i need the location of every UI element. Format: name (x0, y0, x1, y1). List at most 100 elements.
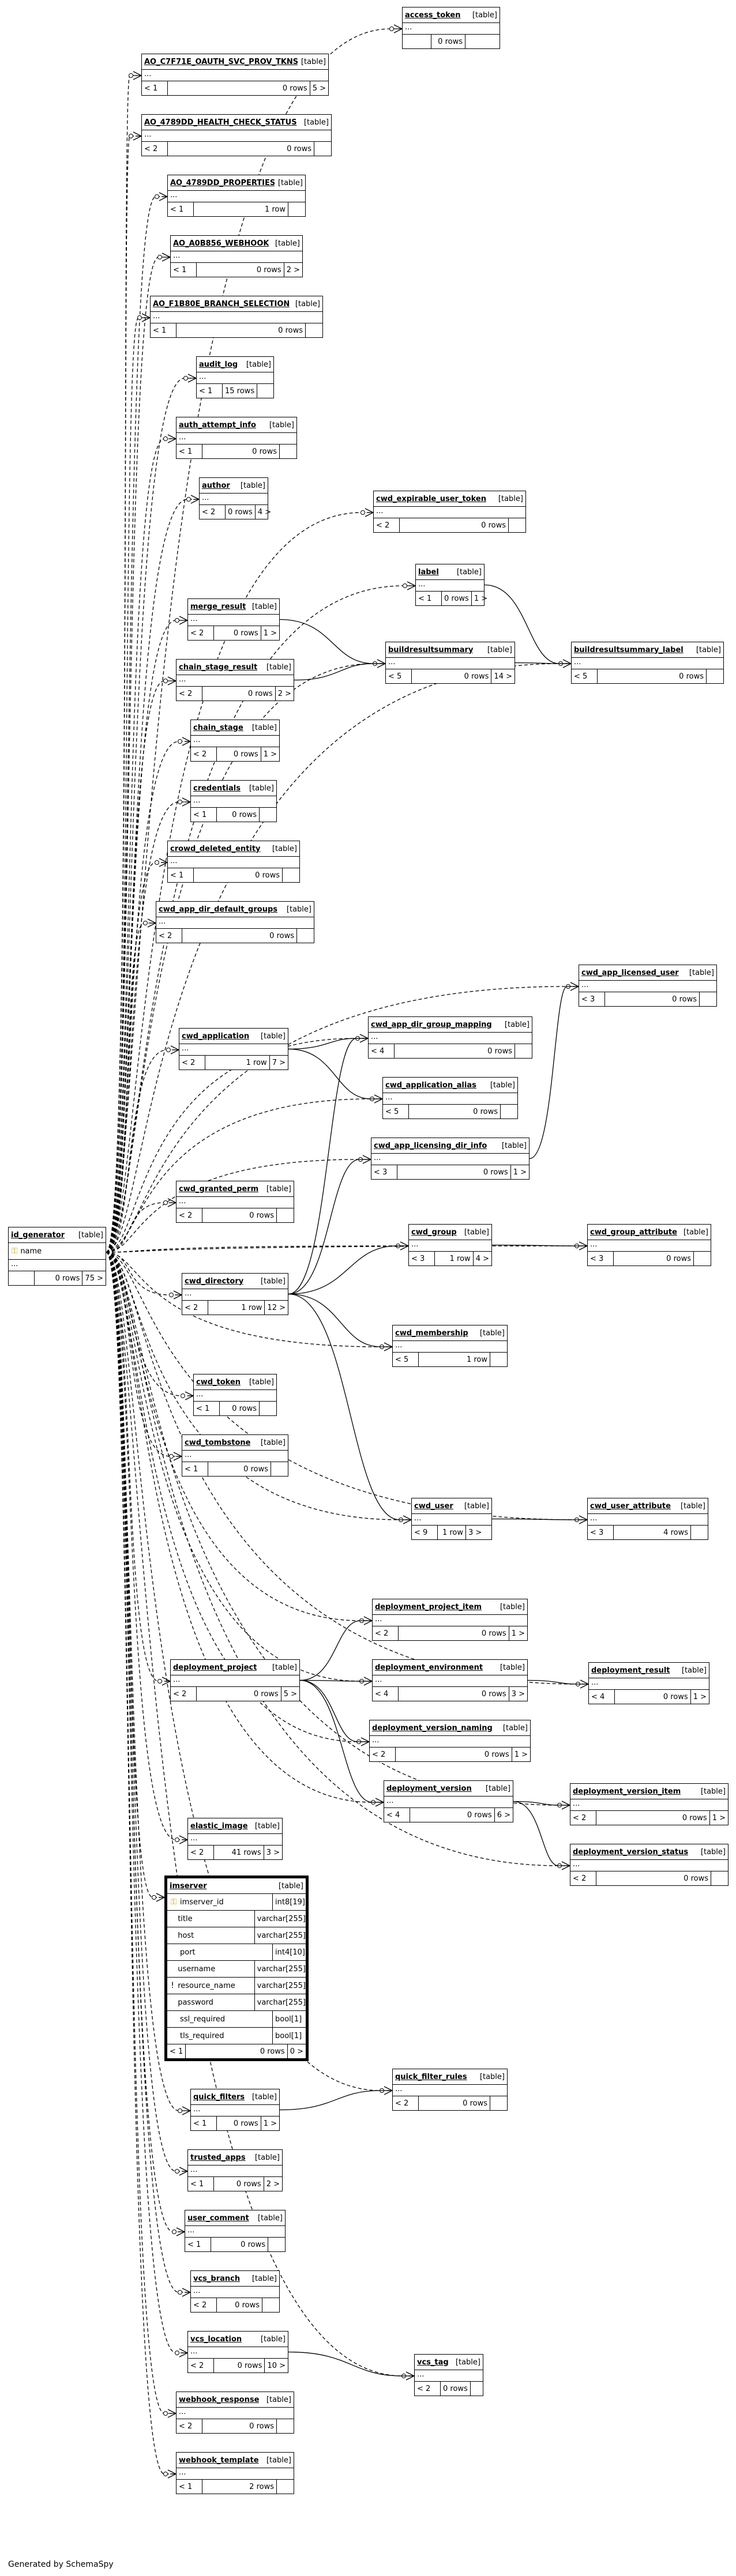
child-count[interactable] (279, 445, 296, 458)
child-count[interactable] (490, 2096, 507, 2110)
table-name[interactable]: deployment_project (173, 1663, 257, 1672)
parent-count[interactable] (9, 1271, 35, 1285)
child-count[interactable] (305, 323, 322, 337)
parent-count[interactable]: < 4 (384, 1808, 410, 1822)
table-name[interactable]: AO_A0B856_WEBHOOK (173, 239, 269, 248)
child-count[interactable]: 3 > (263, 1846, 282, 1859)
parent-count[interactable]: < 2 (188, 1846, 214, 1859)
table-name[interactable]: cwd_app_licensed_user (581, 968, 679, 977)
parent-count[interactable]: < 2 (191, 2298, 217, 2312)
table-name[interactable]: buildresultsummary_label (574, 645, 684, 654)
table-name[interactable]: deployment_result (591, 1666, 670, 1675)
child-count[interactable] (515, 1044, 532, 1058)
parent-count[interactable]: < 2 (393, 2096, 419, 2110)
child-count[interactable]: 1 > (510, 1165, 529, 1179)
column-name[interactable]: host (178, 1931, 194, 1940)
parent-count[interactable]: < 5 (386, 669, 412, 683)
child-count[interactable]: 4 > (472, 1252, 491, 1266)
table-name[interactable]: merge_result (190, 602, 246, 611)
child-count[interactable]: 7 > (269, 1056, 288, 1069)
table-name[interactable]: audit_log (199, 360, 238, 369)
child-count[interactable] (276, 1208, 294, 1222)
parent-count[interactable] (403, 35, 431, 48)
table-name[interactable]: credentials (193, 784, 241, 793)
child-count[interactable] (262, 2298, 279, 2312)
child-count[interactable] (276, 2480, 294, 2494)
parent-count[interactable]: < 1 (185, 2238, 211, 2251)
child-count[interactable]: 12 > (264, 1301, 288, 1315)
child-count[interactable] (465, 35, 500, 48)
table-name[interactable]: buildresultsummary (388, 645, 474, 654)
table-name[interactable]: webhook_response (179, 2395, 260, 2404)
parent-count[interactable]: < 1 (142, 81, 168, 95)
table-name[interactable]: AO_F1B80E_BRANCH_SELECTION (153, 299, 290, 308)
parent-count[interactable]: < 2 (188, 2359, 214, 2372)
child-count[interactable] (470, 2382, 487, 2396)
child-count[interactable] (706, 669, 723, 683)
table-name[interactable]: cwd_expirable_user_token (376, 494, 486, 503)
parent-count[interactable]: < 1 (191, 808, 217, 822)
parent-count[interactable]: < 1 (182, 1462, 208, 1476)
parent-count[interactable]: < 2 (570, 1811, 596, 1825)
table-name[interactable]: cwd_directory (185, 1276, 244, 1286)
table-name[interactable]: cwd_user_attribute (590, 1501, 671, 1511)
table-name[interactable]: cwd_group (411, 1227, 457, 1237)
child-count[interactable] (257, 384, 274, 398)
parent-count[interactable]: < 1 (167, 2044, 186, 2058)
parent-count[interactable]: < 1 (197, 384, 223, 398)
table-name[interactable]: vcs_tag (417, 2357, 449, 2367)
parent-count[interactable]: < 5 (393, 1353, 419, 1366)
child-count[interactable] (699, 992, 716, 1006)
parent-count[interactable]: < 2 (570, 1871, 596, 1885)
child-count[interactable]: 1 > (508, 1626, 527, 1640)
table-name[interactable]: AO_4789DD_HEALTH_CHECK_STATUS (144, 118, 297, 127)
table-name[interactable]: user_comment (187, 2213, 249, 2223)
table-name[interactable]: cwd_token (196, 1377, 241, 1387)
table-name[interactable]: vcs_branch (193, 2274, 241, 2283)
table-name[interactable]: deployment_project_item (375, 1602, 482, 1611)
table-name[interactable]: chain_stage (193, 723, 243, 732)
column-name[interactable]: title (178, 1914, 193, 1923)
parent-count[interactable]: < 2 (191, 747, 217, 761)
parent-count[interactable]: < 2 (156, 929, 182, 943)
column-name[interactable]: port (180, 1948, 196, 1957)
child-count[interactable] (711, 1871, 728, 1885)
column-name[interactable]: username (178, 1964, 216, 1974)
parent-count[interactable]: < 4 (373, 1687, 399, 1701)
parent-count[interactable]: < 2 (200, 505, 226, 519)
table-name[interactable]: cwd_membership (395, 1328, 468, 1338)
child-count[interactable]: 14 > (491, 669, 515, 683)
child-count[interactable]: 1 > (260, 747, 279, 761)
parent-count[interactable]: < 1 (177, 2480, 202, 2494)
table-name[interactable]: imserver (170, 1881, 207, 1890)
table-name[interactable]: deployment_version_status (573, 1847, 689, 1856)
child-count[interactable] (314, 142, 331, 156)
parent-count[interactable]: < 2 (374, 518, 400, 532)
table-name[interactable]: AO_4789DD_PROPERTIES (170, 178, 275, 187)
child-count[interactable] (296, 929, 314, 943)
child-count[interactable]: 1 > (260, 626, 279, 640)
child-count[interactable] (508, 518, 525, 532)
table-name[interactable]: deployment_version (386, 1784, 472, 1793)
column-name[interactable]: ssl_required (180, 2014, 226, 2024)
